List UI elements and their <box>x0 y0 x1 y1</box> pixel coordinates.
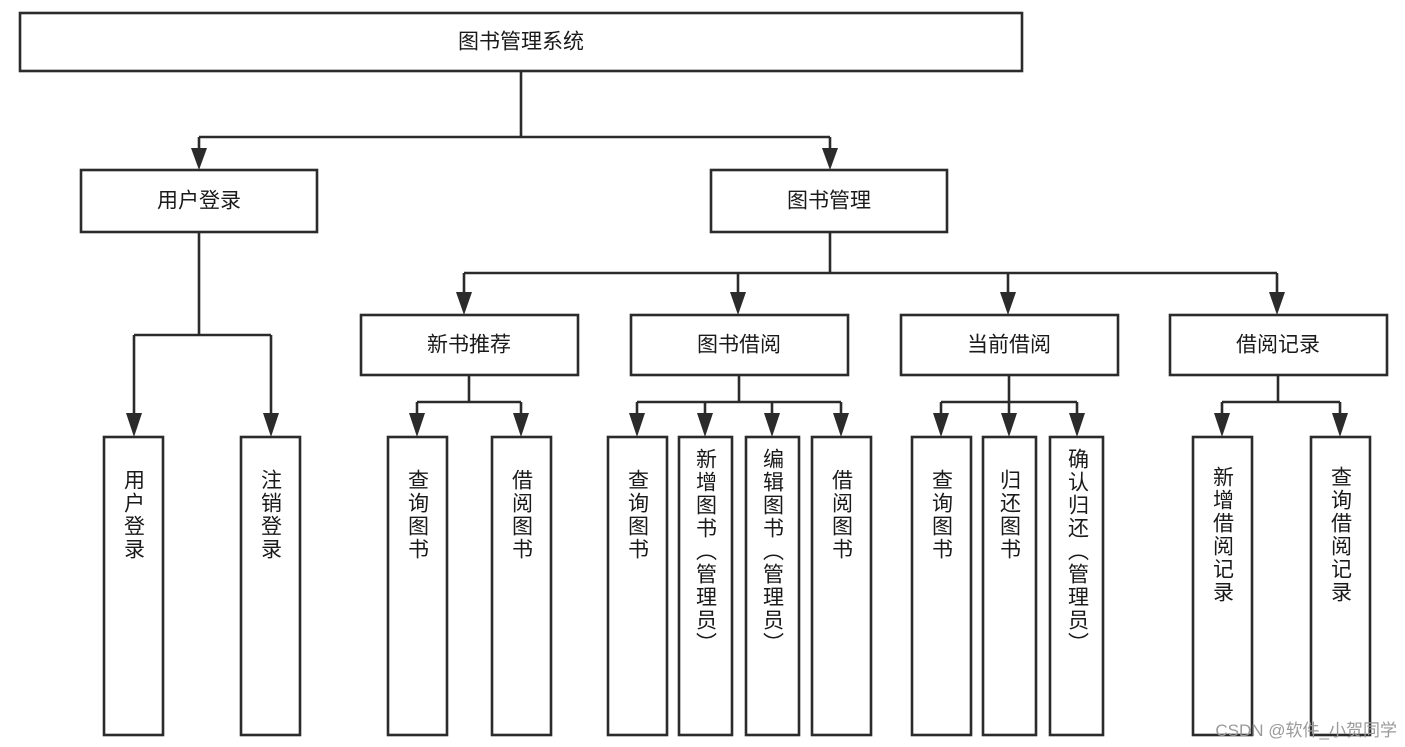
node-leaf-add-book-box[interactable] <box>677 435 734 737</box>
arrow-to-leaf-user-logout <box>263 413 279 437</box>
node-leaf-user-login[interactable]: 用户登录 <box>102 435 165 737</box>
node-new-book-rec-label: 新书推荐 <box>427 334 511 357</box>
node-leaf-query-book-3-label: 查询图书 <box>930 469 954 561</box>
arrow-to-leaf-add-record <box>1214 413 1230 437</box>
connector-group-book-borrow <box>629 375 849 437</box>
node-new-book-rec-box[interactable] <box>359 313 580 377</box>
node-leaf-add-book[interactable]: 新增图书（管理员） <box>677 435 734 737</box>
arrow-to-user-login <box>191 148 207 170</box>
arrow-to-book-borrow <box>730 292 746 315</box>
node-leaf-query-book-2-box[interactable] <box>606 435 669 737</box>
node-current-borrow-box[interactable] <box>899 313 1120 377</box>
arrow-to-leaf-query-book-3 <box>933 413 949 437</box>
arrow-to-book-manage <box>822 148 838 170</box>
node-book-manage-box[interactable] <box>709 168 949 234</box>
connector-group-root <box>191 71 838 170</box>
node-leaf-add-record-box[interactable] <box>1191 435 1254 737</box>
node-leaf-borrow-book-1-label: 借阅图书 <box>510 469 534 561</box>
node-leaf-query-book-3-box[interactable] <box>910 435 973 737</box>
node-leaf-query-book-1[interactable]: 查询图书 <box>386 435 449 737</box>
node-user-login[interactable]: 用户登录 <box>79 168 319 234</box>
node-root-box[interactable] <box>18 11 1024 73</box>
connector-group-current-borrow <box>933 375 1085 437</box>
node-leaf-confirm-return-box[interactable] <box>1048 435 1105 737</box>
node-leaf-add-record[interactable]: 新增借阅记录 <box>1191 435 1254 737</box>
arrow-to-leaf-query-record <box>1332 413 1348 437</box>
arrow-to-current-borrow <box>1000 292 1016 315</box>
node-book-borrow[interactable]: 图书借阅 <box>629 313 850 377</box>
connector-group-user-login <box>126 232 279 437</box>
node-leaf-confirm-return-label: 确认归还（管理员） <box>1066 448 1090 655</box>
node-leaf-user-login-box[interactable] <box>102 435 165 737</box>
node-leaf-edit-book[interactable]: 编辑图书（管理员） <box>744 435 801 737</box>
node-leaf-query-book-2[interactable]: 查询图书 <box>606 435 669 737</box>
node-current-borrow-label: 当前借阅 <box>967 334 1051 357</box>
node-leaf-add-record-label: 新增借阅记录 <box>1211 466 1235 604</box>
node-leaf-query-book-1-box[interactable] <box>386 435 449 737</box>
node-book-borrow-label: 图书借阅 <box>697 334 781 357</box>
node-leaf-query-book-1-label: 查询图书 <box>406 469 430 561</box>
node-book-borrow-box[interactable] <box>629 313 850 377</box>
connector-group-book-manage <box>456 232 1285 315</box>
node-leaf-borrow-book-2-box[interactable] <box>810 435 873 737</box>
node-leaf-return-book[interactable]: 归还图书 <box>981 435 1038 737</box>
arrow-to-leaf-query-book-1 <box>409 413 425 437</box>
arrow-to-new-book-rec <box>456 292 472 315</box>
arrow-to-leaf-query-book-2 <box>629 413 645 437</box>
arrow-to-borrow-record <box>1269 292 1285 315</box>
node-leaf-query-book-3[interactable]: 查询图书 <box>910 435 973 737</box>
node-leaf-return-book-label: 归还图书 <box>998 469 1022 561</box>
node-leaf-borrow-book-2[interactable]: 借阅图书 <box>810 435 873 737</box>
node-borrow-record[interactable]: 借阅记录 <box>1168 313 1389 377</box>
arrow-to-leaf-user-login <box>126 413 142 437</box>
arrow-to-leaf-return-book <box>1001 413 1017 437</box>
node-leaf-edit-book-box[interactable] <box>744 435 801 737</box>
node-leaf-edit-book-label: 编辑图书（管理员） <box>761 448 785 655</box>
node-leaf-user-logout-label: 注销登录 <box>259 469 283 561</box>
node-leaf-borrow-book-2-label: 借阅图书 <box>830 469 854 561</box>
node-root[interactable]: 图书管理系统 <box>18 11 1024 73</box>
node-borrow-record-box[interactable] <box>1168 313 1389 377</box>
node-book-manage[interactable]: 图书管理 <box>709 168 949 234</box>
connector-group-borrow-record <box>1214 375 1348 437</box>
node-root-label: 图书管理系统 <box>458 31 584 54</box>
node-leaf-return-book-box[interactable] <box>981 435 1038 737</box>
node-leaf-query-record-box[interactable] <box>1309 435 1372 737</box>
connector-group-new-book-rec <box>409 375 529 437</box>
node-leaf-user-login-label: 用户登录 <box>122 469 146 561</box>
node-book-manage-label: 图书管理 <box>787 190 871 213</box>
node-leaf-add-book-label: 新增图书（管理员） <box>694 448 718 655</box>
node-leaf-borrow-book-1[interactable]: 借阅图书 <box>490 435 553 737</box>
arrow-to-leaf-borrow-book-2 <box>833 413 849 437</box>
node-user-login-label: 用户登录 <box>157 190 241 213</box>
arrow-to-leaf-borrow-book-1 <box>513 413 529 437</box>
arrow-to-leaf-confirm-return <box>1069 413 1085 437</box>
arrow-to-leaf-add-book <box>697 413 713 437</box>
node-new-book-rec[interactable]: 新书推荐 <box>359 313 580 377</box>
node-leaf-query-record-label: 查询借阅记录 <box>1329 466 1353 604</box>
node-borrow-record-label: 借阅记录 <box>1236 334 1320 357</box>
node-leaf-user-logout[interactable]: 注销登录 <box>239 435 302 737</box>
node-leaf-borrow-book-1-box[interactable] <box>490 435 553 737</box>
arrow-to-leaf-edit-book <box>764 413 780 437</box>
node-current-borrow[interactable]: 当前借阅 <box>899 313 1120 377</box>
node-leaf-confirm-return[interactable]: 确认归还（管理员） <box>1048 435 1105 737</box>
node-user-login-box[interactable] <box>79 168 319 234</box>
node-leaf-user-logout-box[interactable] <box>239 435 302 737</box>
node-leaf-query-book-2-label: 查询图书 <box>626 469 650 561</box>
node-leaf-query-record[interactable]: 查询借阅记录 <box>1309 435 1372 737</box>
